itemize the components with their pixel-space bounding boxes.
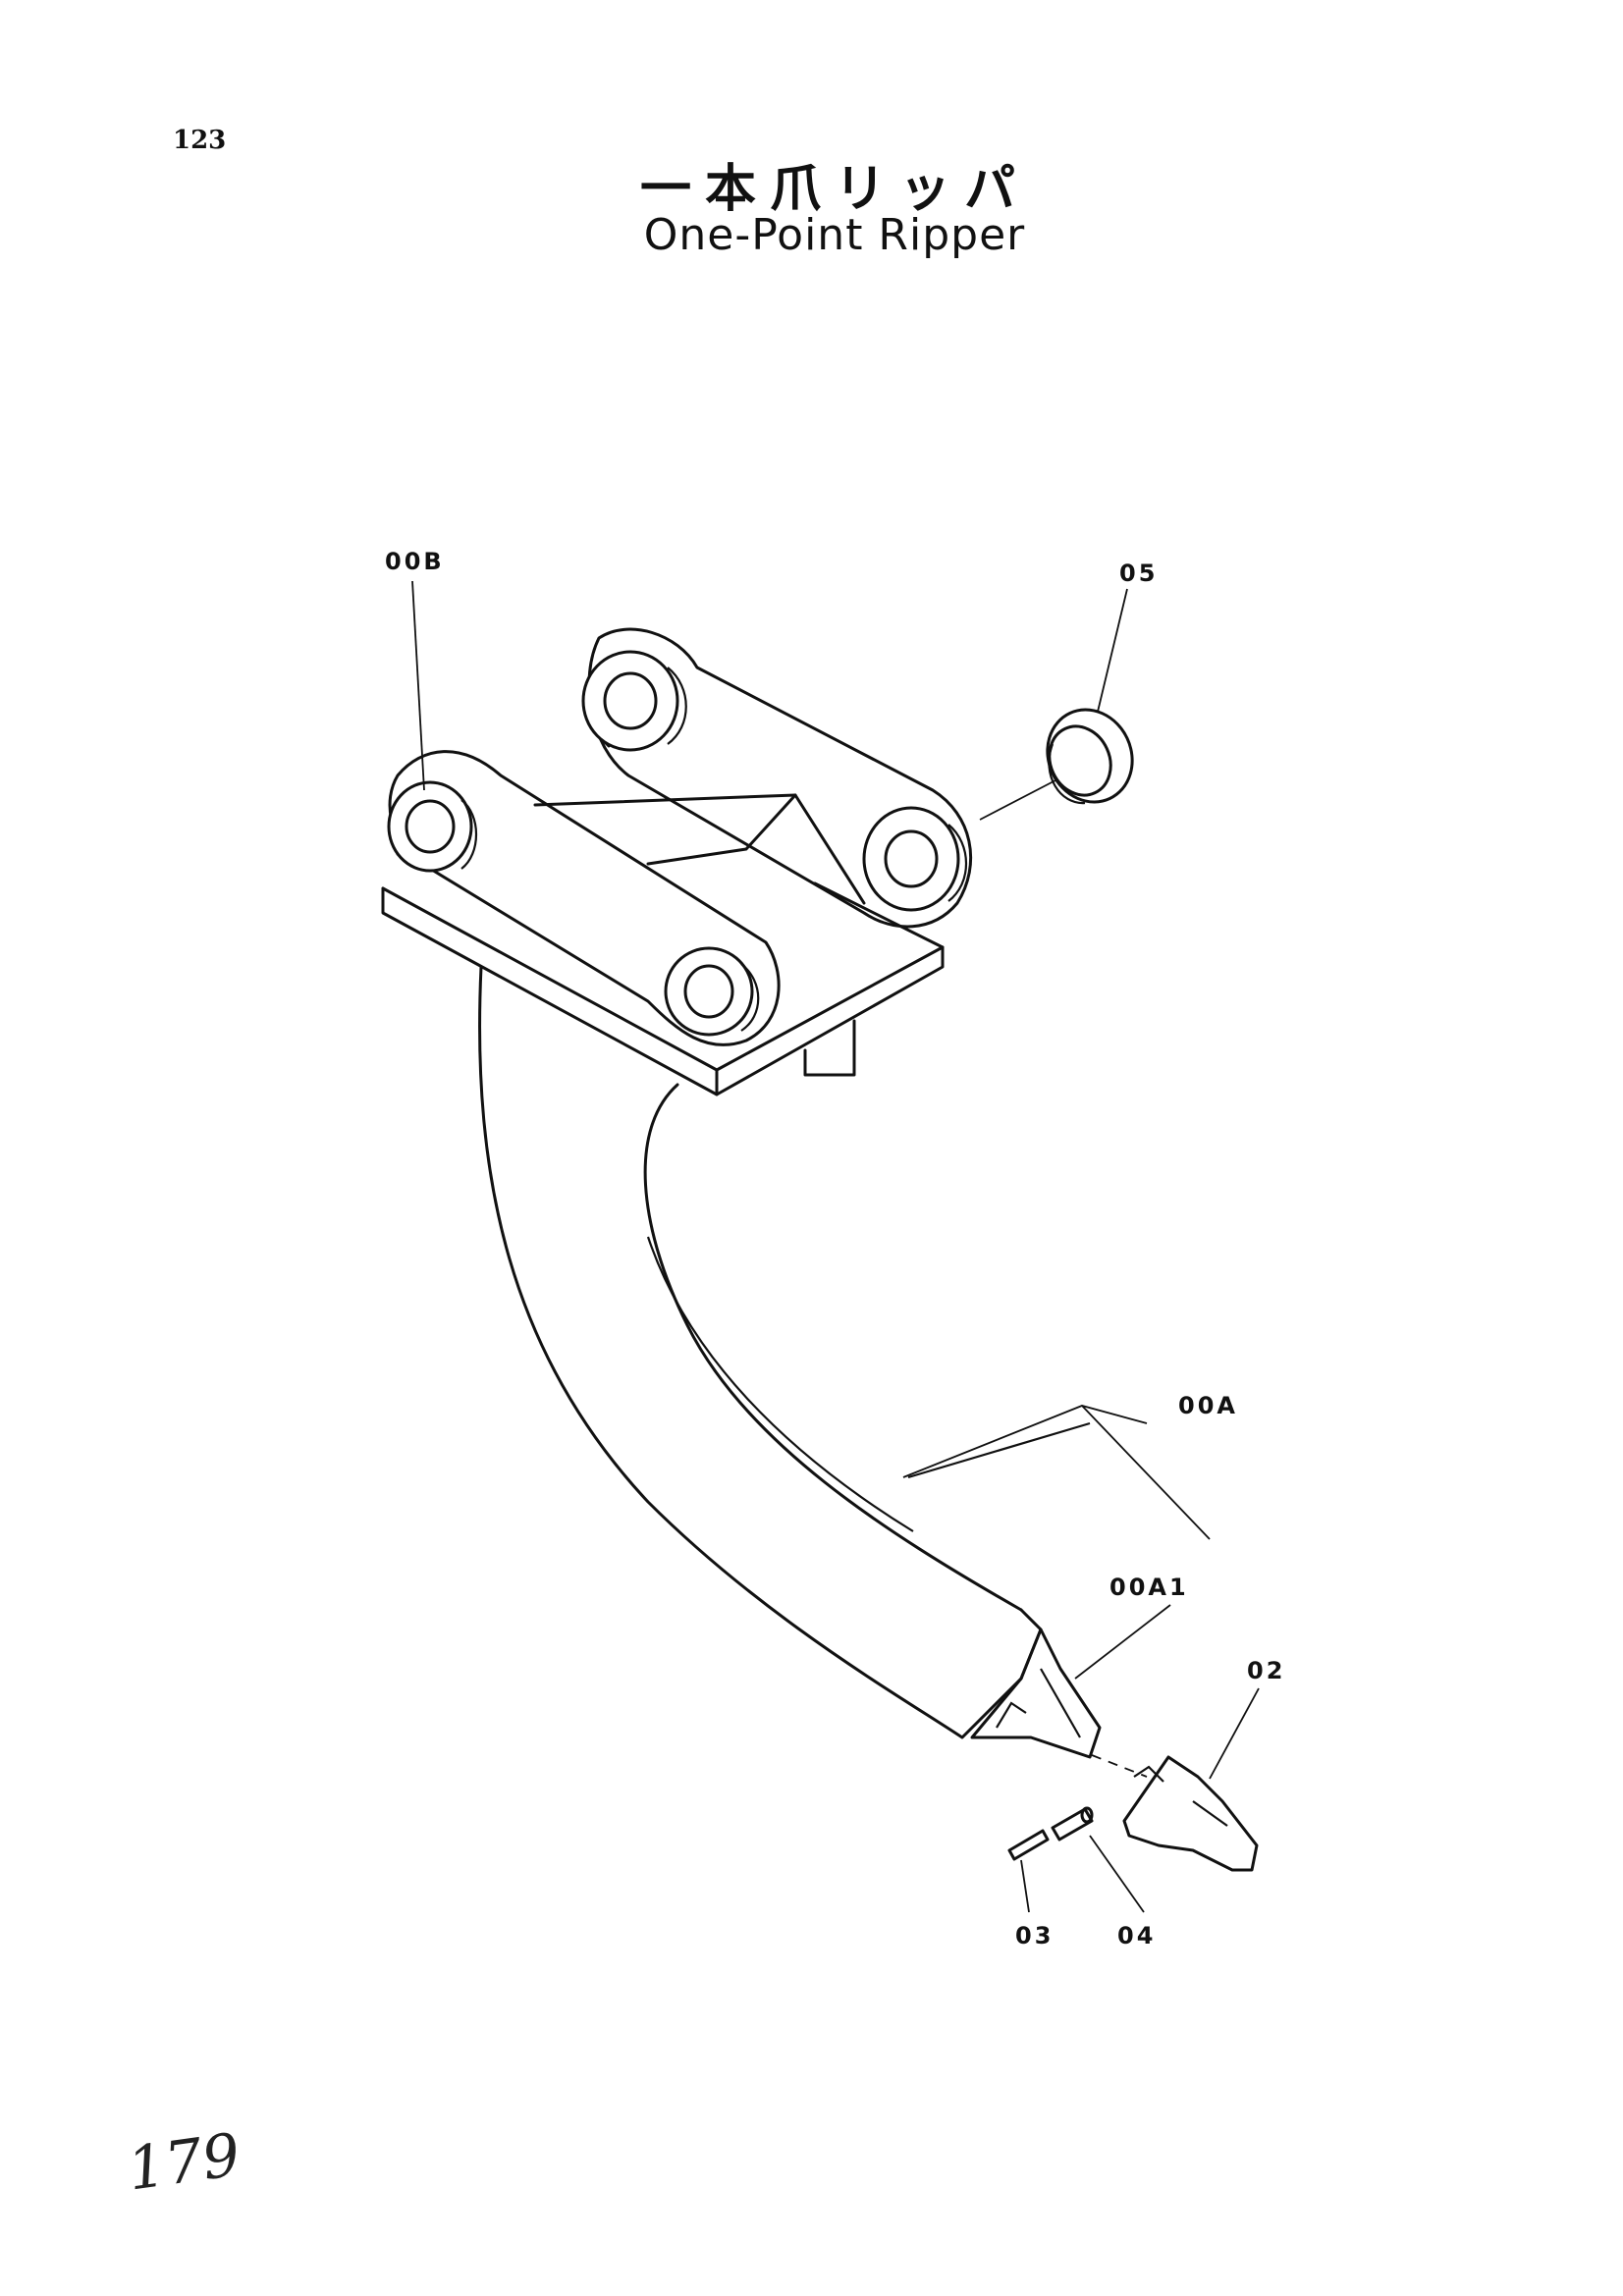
callout-03: 03: [1015, 1922, 1055, 1949]
pin-part-04: [1051, 1806, 1094, 1842]
boss-lower-right: [862, 806, 967, 912]
leader-lines: [411, 580, 1260, 1913]
callout-05: 05: [1119, 560, 1159, 587]
callout-00A1: 00A1: [1109, 1574, 1189, 1601]
tooth-adapter: [970, 1628, 1102, 1759]
callout-04: 04: [1117, 1922, 1157, 1949]
boss-upper-left: [387, 780, 478, 873]
ripper-shank: [478, 965, 1091, 1739]
callout-02: 02: [1247, 1657, 1286, 1684]
ring-part-05: [1046, 708, 1134, 805]
callout-00A: 00A: [1178, 1392, 1238, 1419]
boss-upper-right: [581, 650, 687, 752]
lock-part-03: [1007, 1829, 1050, 1861]
title-english: One-Point Ripper: [643, 210, 1026, 260]
boss-lower-left: [664, 946, 760, 1037]
page-number: 123: [173, 126, 227, 155]
title-japanese: 一本爪リッパ: [639, 160, 1029, 219]
callout-00B: 00B: [385, 548, 445, 575]
tooth-point-part-02: [1122, 1755, 1259, 1872]
